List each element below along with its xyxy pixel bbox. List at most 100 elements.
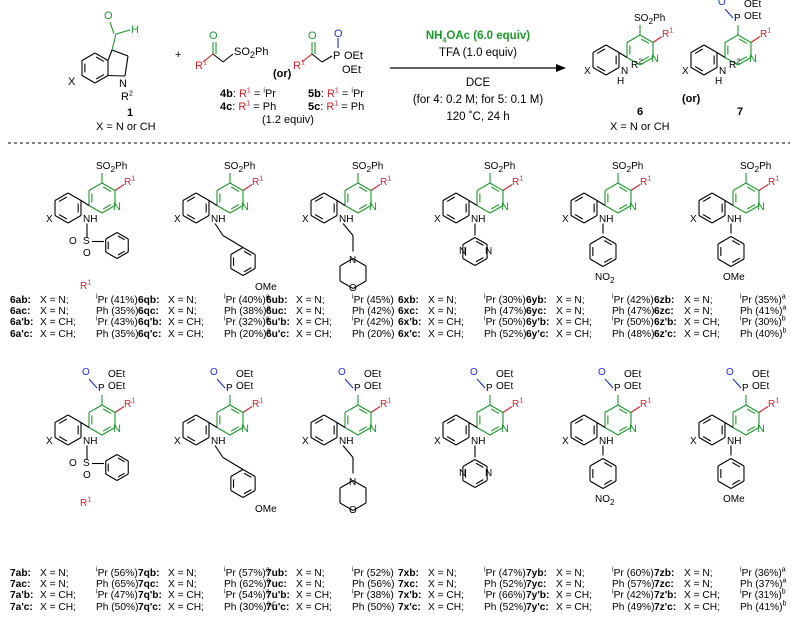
r1-bond	[502, 406, 513, 413]
ring-double-bond	[490, 186, 500, 192]
morpholine-ring	[339, 502, 354, 511]
cpd5b-label: 5b: R1 = iPr	[308, 87, 364, 100]
cell1-3-aryl-ring	[442, 215, 457, 224]
cell1-0-pyridine	[101, 205, 116, 214]
x-value: X = N;	[296, 579, 325, 591]
cell2-2-pyridine	[357, 404, 372, 413]
compound-id: 7zb:	[654, 568, 675, 579]
p-o: O	[338, 367, 346, 378]
cell2-5-pyridine	[745, 427, 760, 436]
yield-value: Ph (50%)	[352, 601, 395, 613]
ring-double-bond	[702, 436, 712, 442]
p-o: O	[726, 367, 734, 378]
yield-row: 7ab:X = N;iPr (56%)	[10, 567, 138, 579]
compound-id: 6x'b:	[398, 317, 422, 329]
yield-table-row1-2: 6ub:X = N;iPr (45%)6uc:X = N;Ph (42%)6u'…	[266, 294, 394, 340]
temperature-time-label: 120 ˚C, 24 h	[446, 111, 510, 123]
cpd4b-label: 4b: R1 = iPr	[220, 87, 276, 100]
r1-label: R1	[511, 397, 524, 410]
morpholine-ring	[352, 480, 367, 489]
p-o: O	[210, 367, 218, 378]
yield-table-row1-4: 6yb:X = N;iPr (42%)6yc:X = N;Ph (47%)6y'…	[526, 294, 654, 340]
p-o-bond	[216, 378, 226, 389]
cell2-3-pyridine	[489, 404, 504, 413]
so2ph-label: SO2Ph	[234, 46, 269, 61]
yield-value: Ph (41%)a	[740, 304, 787, 318]
yield-row: 7zb:X = N;iPr (36%)a	[654, 567, 786, 579]
methoxyphenyl-ring	[730, 458, 745, 467]
cell2-0-aryl-ring	[67, 414, 82, 423]
compound-id: 7xb:	[398, 568, 419, 579]
cell1-5-pyridine	[745, 205, 760, 214]
cell1-4-pyridine	[604, 182, 619, 191]
yield-row: 7qc:X = N;Ph (62%)a	[138, 578, 276, 590]
x-atom: X	[562, 213, 569, 225]
yield-row: 6ub:X = N;iPr (45%)	[266, 294, 394, 306]
x-value: X = N;	[296, 306, 325, 318]
oet: OEt	[236, 369, 254, 380]
yield-row: 7ac:X = N;Ph (65%)	[10, 579, 138, 590]
r1-bond	[630, 406, 641, 413]
ring-double-bond	[358, 186, 368, 192]
cell2-5-pyridine	[732, 404, 747, 413]
r1-label: R1	[251, 397, 264, 410]
pyridine-n: N	[241, 423, 249, 435]
compound-id: 7y'b:	[526, 590, 550, 602]
cell1-1-pyridine	[229, 182, 244, 191]
benzyl-ring	[242, 490, 256, 498]
ring-double-bond	[694, 48, 704, 54]
r1-label: R1	[759, 27, 772, 40]
ring-double-bond	[95, 74, 105, 80]
cell1-1-aryl-ring	[195, 215, 210, 224]
cell2-1-pyridine	[216, 404, 231, 413]
yield-value: Ph (40%)b	[740, 327, 787, 340]
cell2-1-aryl-ring	[195, 414, 210, 423]
cell2-0-aryl-ring	[54, 414, 69, 423]
yield-value: iPr (50%)	[484, 316, 526, 329]
ring-double-bond	[746, 408, 756, 414]
r1-label: R1	[639, 397, 652, 410]
cpd1-benzo-ring	[81, 75, 96, 84]
yield-value: Ph (57%)	[612, 579, 655, 591]
oet: OEt	[344, 50, 363, 62]
cell1-4-pyridine	[617, 205, 632, 214]
compound-id: 6a'c:	[10, 328, 33, 340]
compound-id: 6q'c:	[138, 328, 162, 340]
cell1-0-aryl-ring	[54, 192, 69, 201]
r1-bond	[114, 406, 125, 413]
methoxyphenyl-ring	[717, 258, 732, 267]
r1-label: R1	[251, 175, 264, 188]
cell2-0-pyridine	[101, 427, 116, 436]
cell1-1-pyridine	[229, 205, 244, 214]
morpholine-ring	[339, 258, 354, 267]
yield-value: Ph (35%)	[96, 328, 139, 340]
biaryl-bond	[208, 200, 218, 206]
ch2-bond	[222, 53, 234, 63]
ch2-bond	[321, 55, 333, 63]
benzyl-ring	[230, 490, 244, 498]
cell2-2-pyridine	[344, 427, 359, 436]
cell2-5-aryl-ring	[698, 414, 713, 423]
yield-value: iPr (35%)a	[740, 293, 786, 306]
yield-value: iPr (57%)a	[224, 566, 270, 579]
ring-double-bond	[243, 250, 252, 256]
oet: OEt	[624, 369, 642, 380]
cell1-5-aryl-ring	[711, 192, 726, 201]
or-label-reagents: (or)	[273, 68, 292, 80]
yield-row: 6y'c:X = CH;Ph (48%)	[526, 329, 654, 340]
ring-double-bond	[102, 408, 112, 414]
o: O	[68, 457, 77, 469]
yield-table-row1-0: 6ab:X = N;iPr (41%)6ac:X = N;Ph (35%)6a'…	[10, 294, 139, 340]
yield-row: 6y'b:X = CH;iPr (50%)	[526, 316, 654, 328]
compound-id: 6yc:	[526, 306, 547, 318]
ring-double-bond	[117, 250, 125, 256]
nh: NH	[598, 213, 614, 225]
ome: OMe	[722, 493, 745, 505]
compound-id: 7zc:	[654, 579, 674, 591]
p-atom: P	[354, 383, 361, 394]
biaryl-bond	[336, 200, 346, 206]
pyrimidine-ring	[462, 237, 476, 245]
cell2-2-aryl-ring	[323, 414, 338, 423]
r1-bond	[758, 184, 769, 191]
